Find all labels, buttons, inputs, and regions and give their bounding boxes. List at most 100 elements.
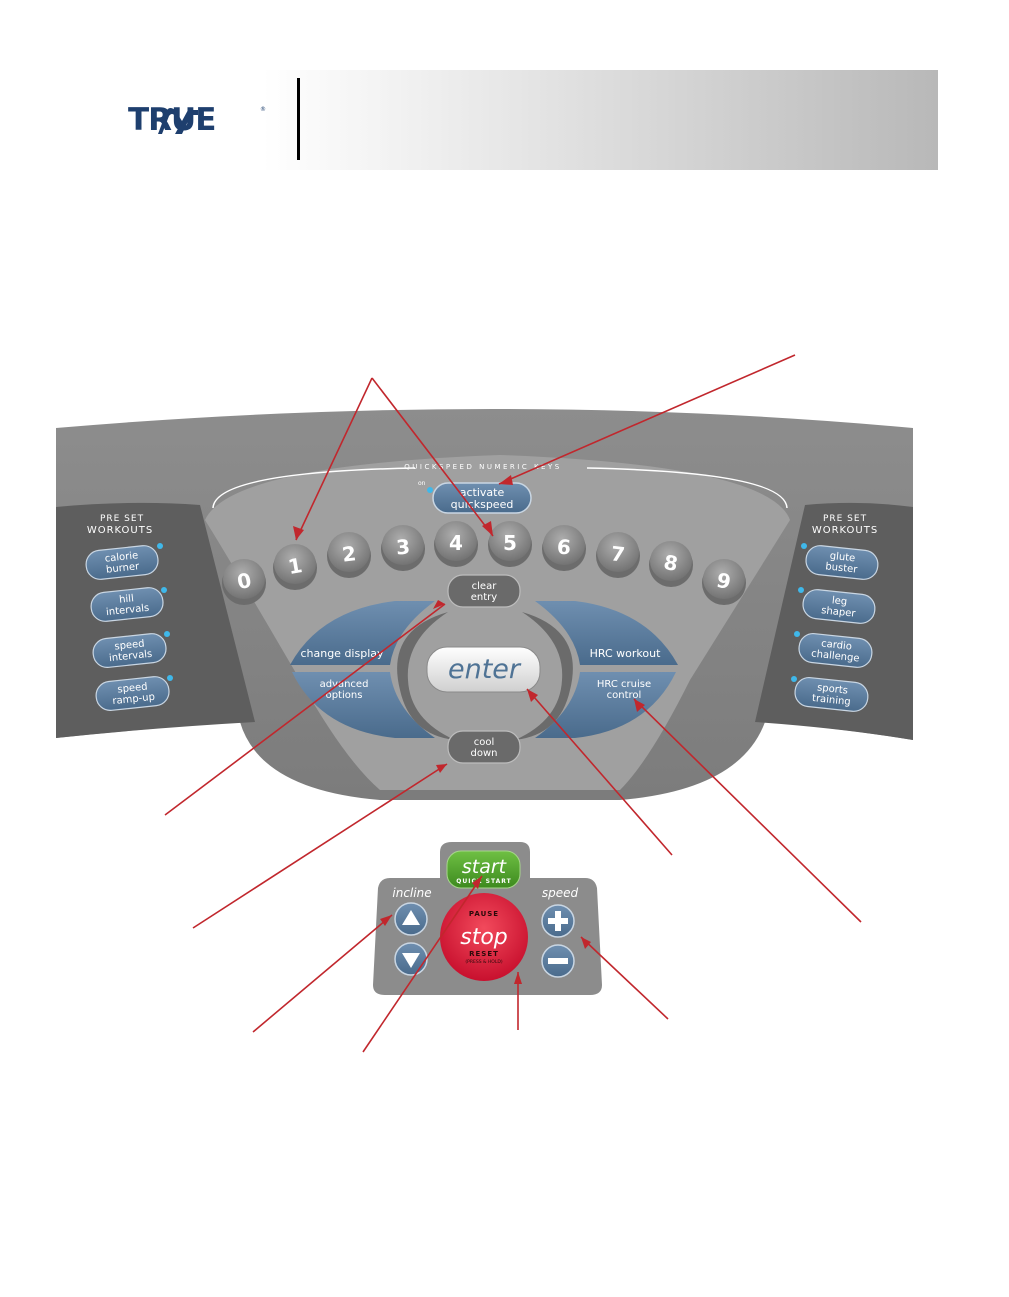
workout-hill-intervals-button[interactable]: hill intervals	[90, 586, 165, 622]
workout-cardio-challenge-button[interactable]: cardio challenge	[798, 632, 874, 668]
workout-glute-buster-button[interactable]: glute buster	[805, 544, 880, 580]
clear-entry-button[interactable]: clear entry	[447, 574, 521, 608]
workout-label: calorie	[104, 550, 139, 564]
left-preset-header-2: WORKOUTS	[87, 525, 153, 536]
arrowhead-icon	[514, 972, 522, 984]
left-preset-header-1: PRE SET	[100, 514, 144, 524]
digit-key-3[interactable]: 3	[381, 525, 425, 571]
start-label: start	[462, 856, 508, 878]
workout-label: hill	[119, 593, 135, 605]
incline-down-button[interactable]	[394, 942, 428, 976]
incline-up-button[interactable]	[394, 902, 428, 936]
speed-label: speed	[542, 886, 579, 900]
clear-label-1: clear	[472, 581, 498, 592]
arrowhead-icon	[293, 526, 304, 540]
digit-label-5: 5	[503, 531, 517, 555]
arrowhead-icon	[499, 475, 513, 485]
workout-label: speed	[114, 638, 145, 652]
arrowhead-icon	[482, 521, 493, 536]
workout-label: ramp-up	[112, 692, 156, 707]
workout-calorie-burner-button[interactable]: calorie burner	[85, 544, 160, 580]
annotation-leaders	[164, 354, 862, 1053]
digit-key-5[interactable]: 5	[488, 521, 532, 567]
hrc-cruise-label-2: control	[607, 690, 642, 701]
workout-label: shaper	[821, 605, 857, 620]
enter-button[interactable]: enter	[426, 646, 541, 693]
minus-icon	[548, 958, 568, 964]
digit-label-4: 4	[449, 531, 463, 555]
workout-label: leg	[831, 595, 847, 608]
digit-key-6[interactable]: 6	[542, 525, 586, 571]
cool-label-2: down	[471, 748, 498, 759]
workout-led	[801, 543, 807, 549]
cool-down-button[interactable]: cool down	[447, 730, 521, 764]
workout-led	[161, 587, 167, 593]
workout-sports-training-button[interactable]: sports training	[794, 676, 870, 712]
quickspeed-title: QUICKSPEED NUMERIC KEYS	[404, 463, 561, 471]
hrc-cruise-control-button[interactable]	[535, 672, 676, 738]
arrowhead-icon	[433, 600, 445, 609]
digit-label-7: 7	[610, 541, 627, 567]
speed-up-button[interactable]	[541, 904, 575, 938]
quickspeed-arc	[212, 467, 416, 509]
workout-label: speed	[117, 681, 148, 695]
digit-key-4[interactable]: 4	[434, 521, 478, 567]
hrc-cruise-label-1: HRC cruise	[597, 679, 651, 690]
workout-led	[157, 543, 163, 549]
change-display-label: change display	[300, 647, 384, 660]
workout-label: burner	[106, 561, 141, 576]
arrowhead-icon	[527, 689, 538, 702]
workout-speed-ramp-up-button[interactable]: speed ramp-up	[95, 675, 171, 711]
digit-key-2[interactable]: 2	[327, 532, 371, 578]
enter-ring	[397, 612, 455, 740]
change-display-button[interactable]	[290, 601, 435, 665]
advanced-options-button[interactable]	[292, 672, 435, 738]
activate-quickspeed-button[interactable]: activate quickspeed	[432, 482, 532, 514]
arrowhead-icon	[436, 764, 447, 773]
digit-key-9[interactable]: 9	[702, 559, 746, 605]
digit-label-8: 8	[662, 550, 680, 576]
annotation-arrowheads	[293, 475, 645, 984]
hrc-workout-label: HRC workout	[590, 647, 661, 660]
arrowhead-icon	[581, 937, 591, 949]
digit-key-1[interactable]: 1	[273, 544, 317, 590]
stop-button[interactable]: PAUSE stop RESET (PRESS & HOLD)	[440, 893, 528, 981]
digit-label-3: 3	[395, 535, 411, 560]
speed-down-button[interactable]	[541, 944, 575, 978]
right-preset-header-2: WORKOUTS	[812, 525, 878, 536]
workout-label: intervals	[109, 649, 153, 664]
workout-label: buster	[825, 561, 859, 575]
workout-label: cardio	[821, 638, 853, 652]
enter-label: enter	[448, 654, 522, 685]
digit-label-9: 9	[714, 568, 733, 594]
workout-label: training	[811, 693, 851, 708]
digit-label-2: 2	[341, 541, 358, 567]
logo-text: TRUE	[128, 102, 216, 138]
quick-start-label: QUICK START	[456, 878, 511, 885]
workout-label: sports	[817, 682, 849, 696]
right-preset-header-1: PRE SET	[823, 514, 867, 524]
workout-speed-intervals-button[interactable]: speed intervals	[92, 632, 168, 668]
digit-key-0[interactable]: 0	[222, 559, 266, 605]
cool-label-1: cool	[474, 737, 495, 748]
advanced-label-1: advanced	[320, 679, 369, 690]
workout-led	[791, 676, 797, 682]
workout-label: intervals	[106, 603, 150, 618]
digit-key-7[interactable]: 7	[596, 532, 640, 578]
stop-label: stop	[460, 925, 508, 950]
start-button[interactable]: start QUICK START	[446, 850, 521, 889]
workout-leg-shaper-button[interactable]: leg shaper	[802, 588, 877, 624]
digit-key-8[interactable]: 8	[649, 541, 693, 587]
hrc-workout-button[interactable]	[535, 601, 678, 665]
workout-led	[164, 631, 170, 637]
clear-label-2: entry	[471, 592, 498, 603]
digit-label-6: 6	[556, 535, 572, 560]
on-label: on	[418, 480, 426, 487]
incline-label: incline	[392, 886, 431, 900]
reset-label: RESET	[469, 950, 499, 958]
workout-led	[794, 631, 800, 637]
arrow-up-icon	[402, 910, 420, 925]
digit-label-0: 0	[235, 568, 254, 594]
activate-label-1: activate	[460, 486, 505, 499]
workout-label: challenge	[811, 648, 860, 664]
